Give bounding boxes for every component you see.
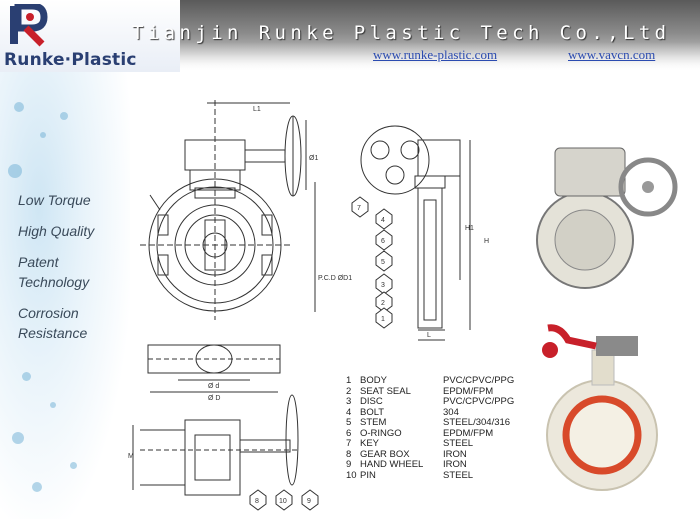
callout-markers <box>249 196 393 511</box>
dim-l1: L1 <box>253 106 261 113</box>
logo-text: Runke·Plastic <box>4 50 137 70</box>
dim-d1: Ø1 <box>309 155 318 162</box>
callout-10: 10 <box>279 498 287 505</box>
feature-corrosion: Corrosion <box>18 305 79 321</box>
feature-high-quality: High Quality <box>18 223 95 239</box>
water-drop <box>70 462 77 469</box>
dim-h: H <box>484 238 489 245</box>
feature-technology: Technology <box>18 274 90 290</box>
water-drop <box>8 164 22 178</box>
callout-2: 2 <box>381 300 385 307</box>
feature-low-torque: Low Torque <box>18 192 91 208</box>
water-drop <box>22 372 31 381</box>
water-drop <box>60 112 68 120</box>
lever-valve-photo <box>542 324 658 491</box>
callout-8: 8 <box>255 498 259 505</box>
callout-6: 6 <box>381 238 385 245</box>
dim-d-big: Ø D <box>208 395 220 402</box>
runke-logo-icon <box>10 4 48 47</box>
website-link-secondary[interactable]: www.vavcn.com <box>568 47 656 62</box>
front-view-drawing <box>140 100 316 320</box>
website-link-primary[interactable]: www.runke-plastic.com <box>373 47 498 62</box>
section-view-drawing <box>360 125 471 341</box>
dim-pcd: P.C.D ØD1 <box>318 275 352 282</box>
callout-1: 1 <box>381 316 385 323</box>
water-splash-panel <box>0 72 130 519</box>
callout-4: 4 <box>381 217 385 224</box>
callout-7: 7 <box>357 205 361 212</box>
water-drop <box>40 132 46 138</box>
gear-valve-photo <box>536 147 678 289</box>
callout-5: 5 <box>381 259 385 266</box>
dim-l: L <box>427 332 431 339</box>
dimension-labels: L1 Ø1 P.C.D ØD1 H1 H L Ø d Ø D M 7 4 6 5… <box>128 106 489 505</box>
water-drop <box>14 102 24 112</box>
dim-m: M <box>128 453 134 460</box>
water-drop <box>50 402 56 408</box>
feature-resistance: Resistance <box>18 325 88 341</box>
feature-list: Low Torque High Quality Patent Technolog… <box>18 190 158 343</box>
water-drop <box>12 432 24 444</box>
dim-h1: H1 <box>465 225 474 232</box>
feature-patent: Patent <box>18 254 59 270</box>
logo: Runke·Plastic <box>0 0 180 72</box>
company-name: Tianjin Runke Plastic Tech Co.,Ltd <box>132 22 671 44</box>
dim-d-small: Ø d <box>208 383 219 390</box>
water-drop <box>32 482 42 492</box>
gearbox-bottom-view-drawing <box>132 394 300 496</box>
flange-top-view-drawing <box>147 344 281 393</box>
callout-9: 9 <box>307 498 311 505</box>
callout-3: 3 <box>381 282 385 289</box>
